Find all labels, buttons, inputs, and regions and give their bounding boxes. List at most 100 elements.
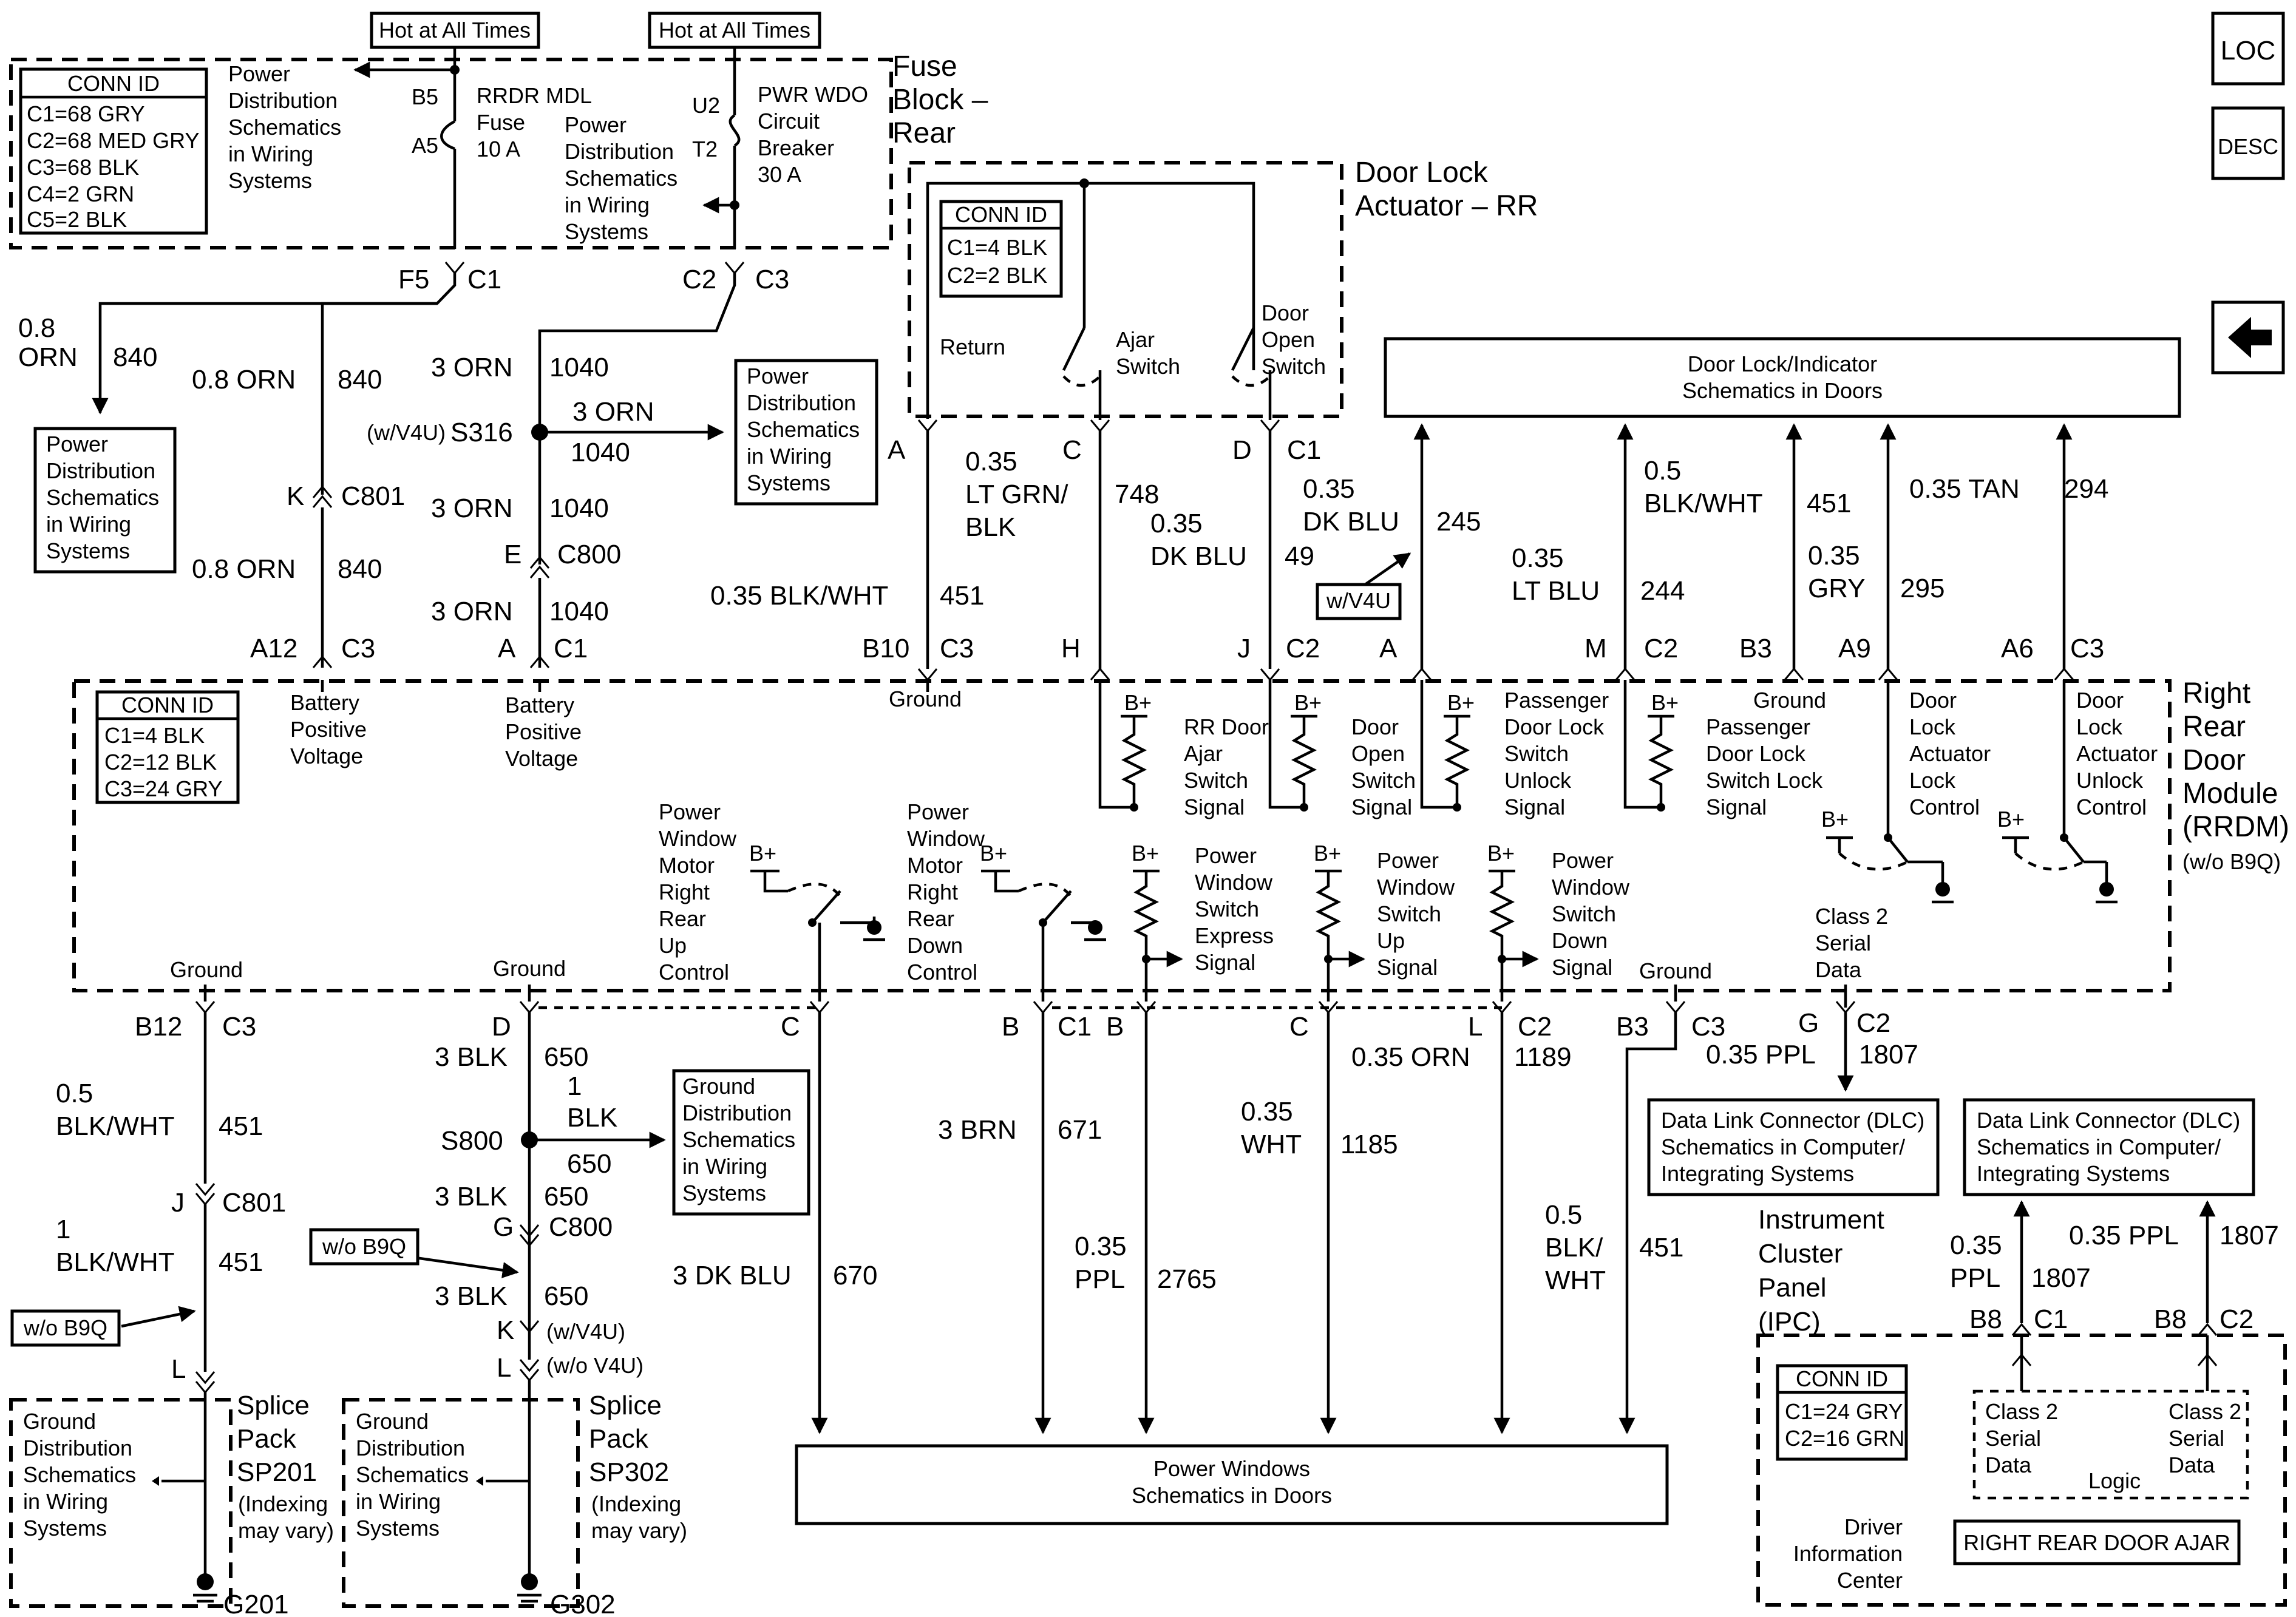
svg-text:Control: Control	[2076, 795, 2147, 819]
svg-text:0.35: 0.35	[1303, 474, 1355, 504]
svg-text:Block –: Block –	[892, 84, 988, 116]
desc-label: DESC	[2218, 134, 2278, 159]
svg-text:294: 294	[2064, 474, 2108, 504]
loc-label: LOC	[2221, 36, 2275, 66]
fuse-conn-pin-c2: C2	[682, 265, 716, 294]
c3-a12-conn: C3	[341, 634, 375, 663]
svg-text:DK BLU: DK BLU	[1303, 507, 1399, 537]
splice-s316-tag: (w/V4U)	[367, 420, 446, 445]
svg-text:0.35: 0.35	[1808, 541, 1860, 571]
svg-text:B+: B+	[1997, 807, 2025, 832]
svg-text:B+: B+	[1132, 841, 1159, 866]
actuator-conn-id: CONN ID C1=4 BLK C2=2 BLK	[939, 200, 1063, 298]
svg-text:Distribution: Distribution	[747, 390, 856, 415]
rrdm-class2: Class 2 Serial Data	[1815, 904, 1888, 1008]
ipc-pin-b8-c2: B8	[2154, 1304, 2187, 1334]
desc-button[interactable]: DESC	[2211, 106, 2285, 180]
svg-text:0.35: 0.35	[1150, 509, 1203, 538]
breaker-pin-bottom: T2	[692, 137, 718, 161]
svg-text:Battery: Battery	[290, 690, 359, 715]
svg-text:1807: 1807	[2220, 1221, 2279, 1250]
svg-text:840: 840	[113, 342, 157, 372]
w650-c-circuit: 650	[544, 1281, 588, 1311]
svg-text:650: 650	[567, 1149, 611, 1179]
svg-text:Data Link Connector (DLC): Data Link Connector (DLC)	[1661, 1108, 1924, 1133]
svg-text:Door: Door	[1262, 300, 1309, 325]
rrdm-conn-id: CONN ID C1=4 BLK C2=12 BLK C3=24 GRY	[95, 690, 240, 804]
svg-text:Actuator – RR: Actuator – RR	[1355, 190, 1538, 222]
svg-text:Integrating Systems: Integrating Systems	[1661, 1161, 1854, 1186]
w1040-b-circuit: 1040	[549, 493, 609, 523]
svg-text:BLK/WHT: BLK/WHT	[56, 1111, 175, 1141]
rrdm-pw-up-control: B+ Power Window Motor Right Rear Up Cont…	[659, 799, 885, 1002]
svg-text:Fuse: Fuse	[477, 110, 525, 135]
svg-text:BLK: BLK	[965, 512, 1016, 542]
w1189-circuit: 1189	[1514, 1042, 1572, 1072]
svg-text:Ground: Ground	[1753, 688, 1826, 713]
ipc-class2-b: Class 2 Serial Data	[2169, 1399, 2241, 1477]
loc-button[interactable]: LOC	[2211, 12, 2285, 86]
pin-l-lower-a: L	[171, 1354, 186, 1384]
w748-label: 0.35 LT GRN/ BLK 748	[965, 447, 1159, 542]
rrdm-bot-pin-b-conn: C1	[1058, 1012, 1092, 1042]
svg-text:Power: Power	[1377, 848, 1439, 873]
svg-text:Distribution: Distribution	[356, 1436, 465, 1460]
svg-text:Power: Power	[228, 61, 290, 86]
ipc-pin-b8-c1: B8	[1969, 1304, 2002, 1334]
svg-text:Switch: Switch	[1116, 354, 1180, 379]
svg-text:C2=12 BLK: C2=12 BLK	[104, 750, 217, 775]
svg-text:Rear: Rear	[659, 906, 706, 931]
svg-text:0.5: 0.5	[1644, 456, 1681, 486]
door-open-switch-symbol	[1231, 327, 1255, 371]
actuator-conn-c1: C1	[1287, 435, 1321, 465]
svg-text:Class 2: Class 2	[1815, 904, 1888, 929]
svg-text:Control: Control	[659, 960, 729, 985]
svg-text:Power: Power	[1552, 848, 1614, 873]
svg-text:Power: Power	[747, 364, 809, 388]
power-windows-box: Power Windows Schematics in Doors	[795, 1444, 1669, 1525]
rrdm-pin-b3: B3	[1739, 634, 1772, 663]
svg-text:BLK/WHT: BLK/WHT	[1644, 489, 1763, 518]
back-arrow-button[interactable]	[2211, 300, 2285, 375]
fuse-block-outline	[9, 58, 893, 249]
svg-text:Switch: Switch	[1504, 741, 1569, 766]
svg-text:Power: Power	[907, 799, 969, 824]
fuse-block-conn-id: CONN ID C1=68 GRY C2=68 MED GRY C3=68 BL…	[19, 67, 208, 235]
svg-text:Battery: Battery	[505, 693, 574, 717]
svg-text:C3=24 GRY: C3=24 GRY	[104, 776, 222, 801]
svg-text:Window: Window	[659, 826, 737, 851]
svg-text:(RRDM): (RRDM)	[2182, 811, 2289, 843]
svg-text:Positive: Positive	[505, 719, 582, 744]
w1807-circuit: 1807	[1859, 1040, 1918, 1070]
svg-text:Unlock: Unlock	[1504, 768, 1572, 793]
svg-text:Serial: Serial	[1815, 931, 1871, 955]
svg-text:PWR WDO: PWR WDO	[758, 82, 868, 107]
w1040-a-gauge: 3 ORN	[431, 353, 512, 382]
rrdm-pin-j-conn: C2	[1286, 634, 1320, 663]
svg-text:Right: Right	[907, 880, 958, 904]
svg-text:Ajar: Ajar	[1184, 741, 1223, 766]
rrdm-output-lock-control: B+ Door Lock Actuator Lock Control	[1821, 680, 1991, 904]
c801-upper: C801	[341, 481, 405, 511]
w840-a-circuit: 840	[338, 365, 382, 395]
svg-text:Rear: Rear	[892, 117, 956, 149]
svg-text:C1=24 GRY: C1=24 GRY	[1785, 1399, 1903, 1424]
w650-c-gauge: 3 BLK	[435, 1281, 508, 1311]
svg-text:1: 1	[56, 1215, 70, 1244]
w650-a-circuit: 650	[544, 1042, 588, 1072]
svg-text:Right: Right	[659, 880, 710, 904]
svg-text:in Wiring: in Wiring	[228, 141, 313, 166]
svg-text:Switch: Switch	[1351, 768, 1416, 793]
w1040-a-circuit: 1040	[549, 353, 609, 382]
svg-text:Door: Door	[1909, 688, 1957, 713]
rrdm-pw-down-control: B+ Power Window Motor Right Rear Down Co…	[907, 799, 1106, 1002]
ipc-conn-c2: C2	[2220, 1304, 2254, 1334]
svg-text:0.35: 0.35	[1950, 1230, 2002, 1260]
w671-circuit: 671	[1058, 1115, 1102, 1145]
splice-pack-sp201: Ground Distribution Schematics in Wiring…	[9, 1391, 334, 1608]
fuse-conn-pin-f5: F5	[398, 265, 429, 294]
svg-text:WHT: WHT	[1241, 1130, 1302, 1159]
ajar-switch-symbol	[1062, 327, 1086, 371]
svg-text:Distribution: Distribution	[565, 139, 674, 164]
svg-text:in Wiring: in Wiring	[747, 444, 832, 469]
